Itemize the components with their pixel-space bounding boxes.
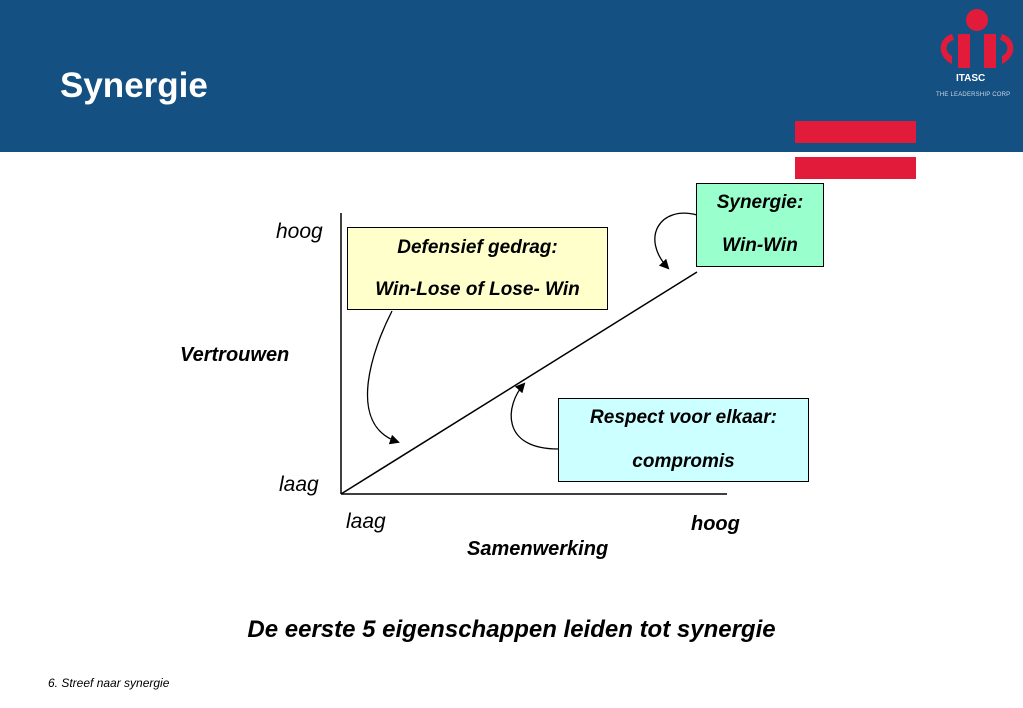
x-low-label: laag — [346, 510, 386, 533]
respect-box-line1: Respect voor elkaar: — [590, 407, 777, 428]
defensive-behavior-box: Defensief gedrag: Win-Lose of Lose- Win — [347, 227, 608, 310]
x-high-label: hoog — [691, 513, 740, 535]
y-low-label: laag — [279, 473, 319, 496]
arrow-defensive — [366, 310, 400, 445]
defensive-box-line2: Win-Lose of Lose- Win — [375, 279, 580, 300]
y-axis-label: Vertrouwen — [180, 344, 290, 366]
page-title: Synergie — [60, 66, 208, 105]
slide-footnote: 6. Streef naar synergie — [48, 676, 170, 690]
logo-tagline: THE LEADERSHIP CORP — [936, 92, 1011, 98]
synergy-box-line1: Synergie: — [716, 192, 804, 213]
respect-box: Respect voor elkaar: compromis — [558, 398, 809, 482]
synergy-box-line2: Win-Win — [722, 235, 798, 256]
accent-stripe-top — [795, 121, 916, 143]
arrow-synergy — [654, 212, 698, 270]
defensive-box-line1: Defensief gedrag: — [397, 237, 558, 258]
itasc-logo-icon — [940, 9, 1014, 68]
conclusion-text: De eerste 5 eigenschappen leiden tot syn… — [247, 616, 776, 643]
y-high-label: hoog — [276, 220, 323, 243]
synergy-box: Synergie: Win-Win — [696, 183, 824, 267]
accent-stripe-bottom — [795, 157, 916, 179]
respect-box-line2: compromis — [632, 451, 735, 472]
x-axis-label: Samenwerking — [467, 538, 609, 560]
logo-text: ITASC — [956, 73, 986, 84]
arrow-respect — [510, 382, 561, 450]
